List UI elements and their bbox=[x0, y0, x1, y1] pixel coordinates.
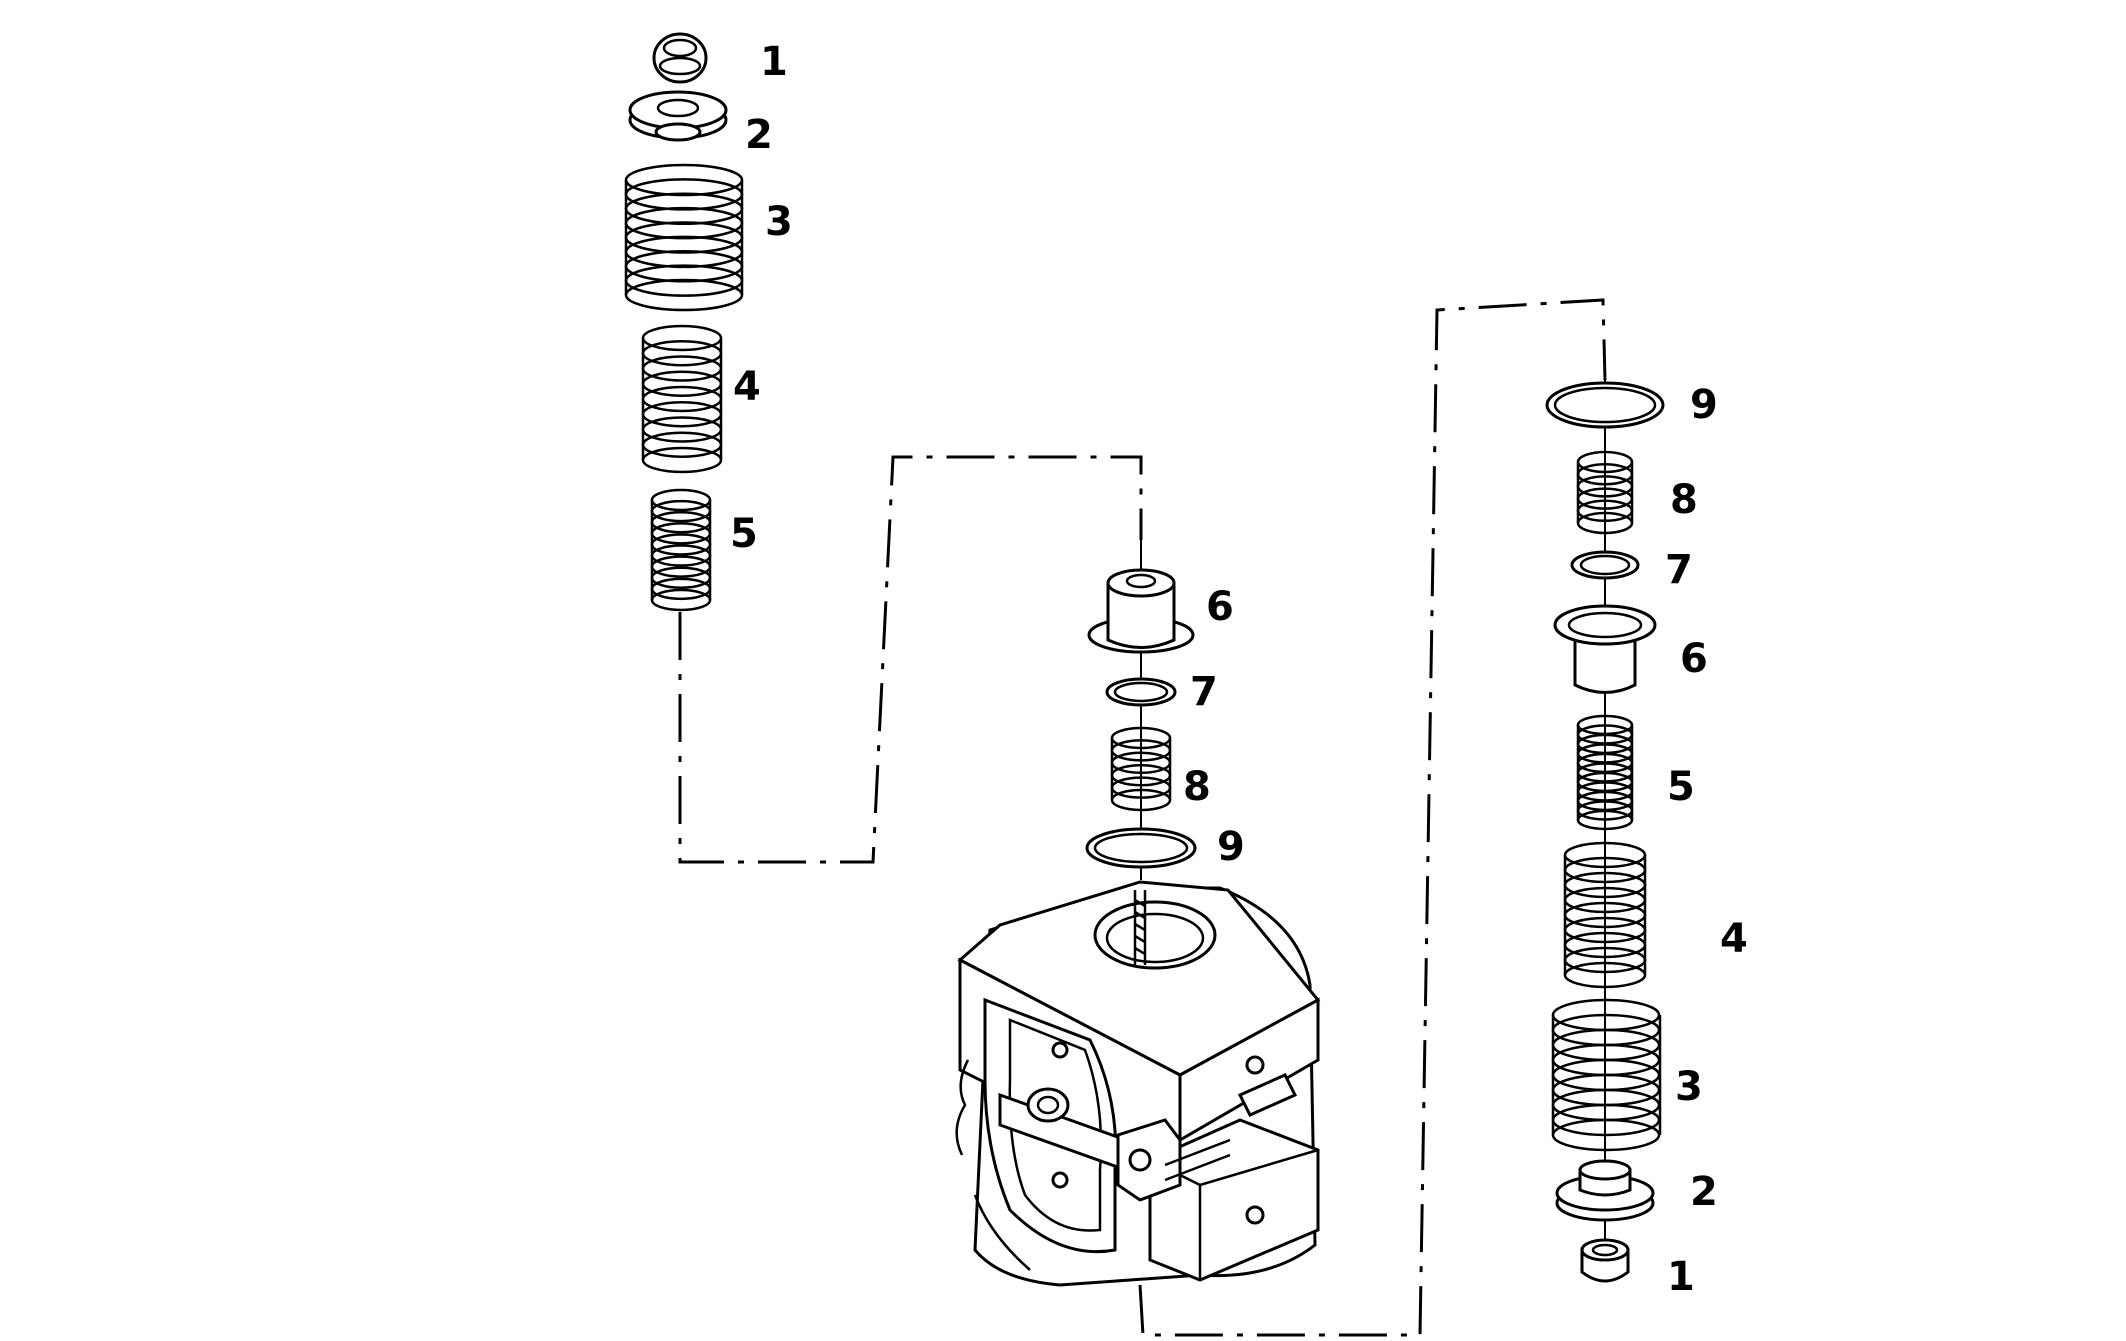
spring-coil bbox=[1563, 886, 1647, 914]
top-left-stack bbox=[624, 32, 744, 612]
small-spring-part-8 bbox=[1110, 726, 1172, 812]
spring-coil bbox=[1576, 487, 1634, 510]
spring-coil bbox=[1563, 901, 1647, 929]
washer-part-7-right bbox=[1570, 550, 1640, 580]
callout-8-right: 8 bbox=[1670, 477, 1698, 523]
callout-9-right: 9 bbox=[1690, 382, 1718, 428]
callout-1-right: 1 bbox=[1667, 1254, 1695, 1300]
spring-coil bbox=[1563, 841, 1647, 869]
spring-coil bbox=[1563, 856, 1647, 884]
connector-line-left bbox=[678, 455, 1143, 864]
keeper-part-1 bbox=[652, 32, 708, 84]
spring-coil bbox=[650, 522, 712, 545]
inner-spring-part-5 bbox=[650, 488, 712, 612]
o-ring-part-9 bbox=[1085, 827, 1197, 869]
outer-spring-part-3-right bbox=[1551, 998, 1662, 1152]
middle-spring-part-4 bbox=[641, 324, 723, 474]
inner-spring-part-5-right bbox=[1576, 714, 1634, 831]
callouts-top-left: 1 2 3 4 5 bbox=[730, 39, 793, 557]
spring-coil bbox=[641, 416, 723, 443]
callout-4-right: 4 bbox=[1720, 916, 1748, 962]
spring-coil bbox=[1563, 916, 1647, 944]
callout-6-right: 6 bbox=[1680, 636, 1708, 682]
spring-coil bbox=[641, 324, 723, 352]
retainer-part-2 bbox=[628, 90, 728, 142]
spring-coil bbox=[1551, 1103, 1661, 1137]
spring-coil bbox=[1576, 809, 1634, 831]
spring-coil bbox=[1110, 788, 1172, 812]
callouts-right: 9 8 7 6 5 4 3 2 1 bbox=[1665, 382, 1748, 1300]
callout-3: 3 bbox=[765, 199, 793, 245]
spring-coil bbox=[1576, 462, 1634, 486]
spring-coil bbox=[1563, 871, 1647, 899]
spring-coil bbox=[624, 264, 744, 297]
middle-spring-part-4-right bbox=[1563, 841, 1647, 989]
washer-part-7 bbox=[1105, 677, 1177, 707]
spring-coil bbox=[1110, 739, 1172, 762]
connector-line-right bbox=[1138, 298, 1607, 1337]
spring-coil bbox=[1563, 961, 1647, 989]
center-stack bbox=[1085, 540, 1197, 880]
spring-coil bbox=[641, 446, 723, 474]
spring-coil bbox=[650, 510, 712, 534]
callout-7-right: 7 bbox=[1665, 547, 1693, 593]
seat-part-6 bbox=[1087, 568, 1195, 654]
spring-coil bbox=[1110, 726, 1172, 750]
spring-coil bbox=[641, 340, 723, 367]
spring-coil bbox=[641, 431, 723, 458]
spring-coil bbox=[641, 385, 723, 413]
spring-coil bbox=[641, 370, 723, 397]
callout-5-right: 5 bbox=[1667, 764, 1695, 810]
spring-coil bbox=[650, 555, 712, 578]
right-stack bbox=[1545, 380, 1665, 1283]
o-ring-part-9-right bbox=[1545, 381, 1665, 429]
spring-coil bbox=[641, 401, 723, 428]
keeper-part-1-right bbox=[1580, 1238, 1630, 1283]
spring-coil bbox=[1576, 511, 1634, 535]
spring-coil bbox=[650, 499, 712, 523]
spring-coil bbox=[1110, 776, 1172, 799]
callout-8: 8 bbox=[1183, 764, 1211, 810]
callout-2-right: 2 bbox=[1690, 1169, 1718, 1215]
retainer-part-2-right bbox=[1555, 1159, 1655, 1222]
spring-coil bbox=[1551, 1118, 1661, 1152]
spring-coil bbox=[650, 544, 712, 567]
spring-coil bbox=[1563, 931, 1647, 959]
spring-coil bbox=[1110, 751, 1172, 775]
spring-coil bbox=[624, 278, 744, 312]
callout-1: 1 bbox=[760, 39, 788, 85]
callouts-center: 6 7 8 9 bbox=[1183, 584, 1245, 870]
outer-spring-part-3 bbox=[624, 163, 744, 312]
callout-5: 5 bbox=[730, 511, 758, 557]
spring-coil bbox=[1576, 800, 1634, 821]
pump-housing bbox=[955, 880, 1321, 1287]
callout-4: 4 bbox=[733, 364, 761, 410]
callout-3-right: 3 bbox=[1675, 1064, 1703, 1110]
spring-coil bbox=[1576, 499, 1634, 523]
callout-9: 9 bbox=[1217, 824, 1245, 870]
spring-coil bbox=[641, 355, 723, 382]
spring-coil bbox=[1563, 946, 1647, 974]
spring-coil bbox=[650, 488, 712, 512]
spring-coil bbox=[650, 533, 712, 556]
spring-coil bbox=[1576, 475, 1634, 498]
callout-2: 2 bbox=[745, 112, 773, 158]
seat-part-6-right bbox=[1553, 604, 1657, 694]
spring-coil bbox=[650, 566, 712, 590]
spring-coil bbox=[650, 577, 712, 601]
callout-7: 7 bbox=[1190, 669, 1218, 715]
callout-6: 6 bbox=[1206, 584, 1234, 630]
spring-coil bbox=[1576, 450, 1634, 474]
spring-coil bbox=[1110, 763, 1172, 787]
spring-coil bbox=[650, 588, 712, 612]
small-spring-part-8-right bbox=[1576, 450, 1634, 535]
